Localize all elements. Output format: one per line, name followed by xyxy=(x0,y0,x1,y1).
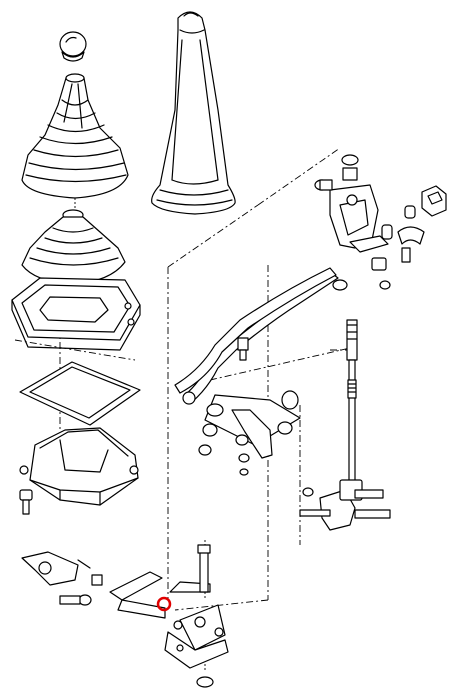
linkage-plate xyxy=(198,390,301,476)
outer-boot xyxy=(21,73,129,199)
shift-rod-end xyxy=(299,479,391,531)
bushing-highlight xyxy=(156,596,172,612)
inner-boot xyxy=(21,209,126,285)
gasket xyxy=(19,361,141,426)
mounting-bracket xyxy=(164,544,229,688)
boot-frame xyxy=(11,277,141,351)
shift-housing xyxy=(19,427,139,506)
lower-linkage xyxy=(21,551,211,619)
shift-knob xyxy=(59,31,87,62)
selector-bracket xyxy=(314,154,393,253)
relay-shaft xyxy=(346,319,358,491)
shift-rod xyxy=(174,267,348,394)
gear-lever-boot xyxy=(151,11,236,215)
gear-lever xyxy=(182,271,339,405)
selector-lever xyxy=(371,185,447,290)
housing-screw xyxy=(19,489,33,515)
